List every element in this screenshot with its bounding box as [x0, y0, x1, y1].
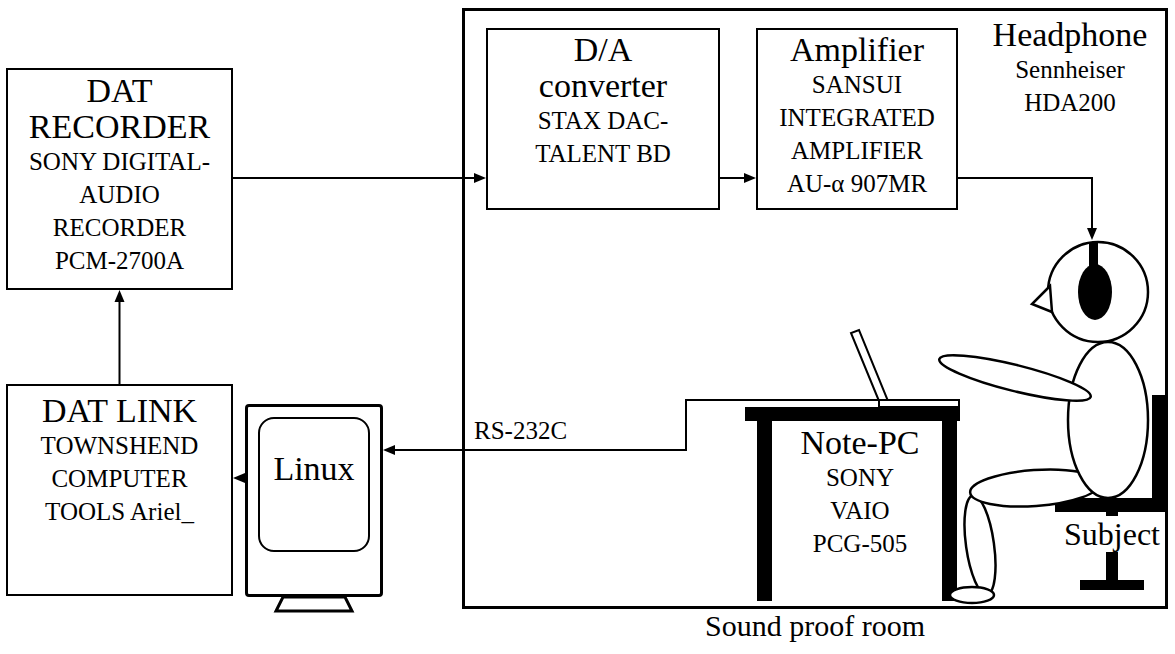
model-text: STAX DAC-TALENT BD	[524, 104, 683, 170]
arrow-head	[383, 445, 395, 455]
model-text: SANSUI INTEGRATED AMPLIFIER AU-α 907MR	[778, 68, 936, 200]
connector-arrow	[720, 173, 756, 183]
headphone-band	[1089, 243, 1098, 267]
connector-arrow	[958, 178, 1097, 240]
desk-top	[745, 407, 960, 421]
arrow-head	[233, 473, 245, 483]
screen-text: Linux	[248, 451, 380, 487]
room-region: Sound proof roomD/A converterSTAX DAC-TA…	[462, 8, 1168, 609]
box-title: Amplifier	[758, 32, 956, 68]
person-body	[1068, 342, 1148, 498]
headphone-area: HeadphoneSennheiser HDA200	[975, 15, 1165, 240]
arrow-head	[474, 173, 486, 183]
monitor-stand	[276, 597, 352, 611]
device-title: Headphone	[975, 17, 1165, 53]
connector-line	[958, 178, 1092, 228]
region-label: Sound proof room	[465, 609, 1165, 643]
person-arm	[936, 347, 1094, 410]
box-title: D/A converter	[538, 32, 669, 104]
laptop-desk-area: Note-PCSONY VAIO PCG-505	[780, 400, 940, 565]
headphone-cup	[1078, 264, 1112, 320]
model-text: SONY DIGITAL-AUDIO RECORDER PCM-2700A	[24, 145, 215, 277]
box-title: DAT LINK	[8, 393, 231, 429]
chair-base	[1080, 580, 1144, 590]
connector-arrow	[115, 290, 125, 384]
arrow-head	[1087, 228, 1097, 240]
model-text: SONY VAIO PCG-505	[812, 461, 909, 560]
box-title: DAT RECORDER	[28, 73, 212, 145]
connector-arrow	[233, 473, 245, 483]
model-text: Sennheiser HDA200	[1014, 53, 1126, 119]
laptop-base	[879, 400, 959, 407]
subject-label: Subject	[1064, 516, 1160, 552]
connector-label: RS-232C	[474, 414, 567, 447]
recorder-box: DAT RECORDERSONY DIGITAL-AUDIO RECORDER …	[6, 68, 233, 290]
person-head	[1048, 242, 1148, 342]
laptop-screen	[851, 330, 888, 401]
desk-leg	[942, 421, 957, 601]
interface-box: DAT LINKTOWNSHEND COMPUTER TOOLS Ariel_	[6, 384, 233, 596]
connector-line	[233, 177, 474, 179]
person-shin	[959, 494, 1001, 597]
device-title: Note-PC	[780, 425, 940, 461]
desk-leg	[757, 421, 772, 601]
arrow-head	[115, 290, 125, 302]
arrow-head	[744, 173, 756, 183]
connector-arrow	[233, 173, 486, 183]
model-text: TOWNSHEND COMPUTER TOOLS Ariel_	[41, 429, 199, 528]
monitor: Linux	[245, 404, 383, 597]
person-beak	[1032, 286, 1052, 312]
converter-box: D/A converterSTAX DAC-TALENT BD	[486, 28, 720, 210]
connector-line	[119, 302, 121, 384]
amplifier-box: AmplifierSANSUI INTEGRATED AMPLIFIER AU-…	[756, 28, 958, 210]
connector-line	[720, 177, 744, 179]
chair-back	[1152, 395, 1165, 512]
person-foot	[950, 587, 994, 603]
